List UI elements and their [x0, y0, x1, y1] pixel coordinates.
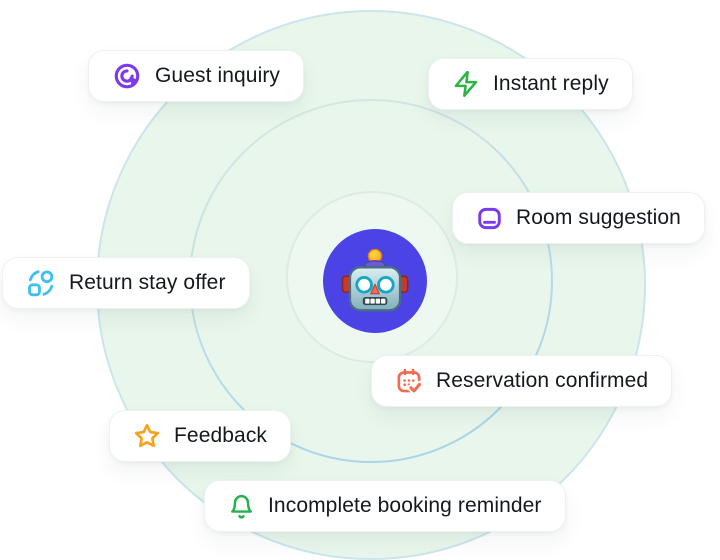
chip-label: Guest inquiry	[155, 64, 281, 87]
chip-label: Room suggestion	[516, 206, 681, 229]
bell-icon	[228, 493, 255, 520]
chip-label: Return stay offer	[69, 271, 226, 294]
robot-face-emoji	[341, 248, 409, 312]
chip-incomplete-booking-reminder: Incomplete booking reminder	[204, 480, 566, 532]
calendar-check-icon	[395, 367, 423, 395]
chip-reservation-confirmed: Reservation confirmed	[371, 355, 673, 407]
chip-feedback: Feedback	[109, 410, 292, 462]
room-window-icon	[476, 205, 503, 232]
guest-inquiry-icon	[112, 61, 142, 91]
chip-guest-inquiry: Guest inquiry	[88, 50, 305, 102]
chip-room-suggestion: Room suggestion	[452, 192, 705, 244]
lightning-icon	[452, 70, 480, 98]
bot-avatar	[323, 229, 427, 333]
chip-instant-reply: Instant reply	[428, 58, 633, 110]
chip-label: Incomplete booking reminder	[268, 494, 542, 517]
star-icon	[133, 422, 161, 450]
chip-return-stay-offer: Return stay offer	[2, 257, 250, 309]
chip-label: Feedback	[174, 424, 268, 447]
chip-label: Instant reply	[493, 72, 609, 95]
chip-label: Reservation confirmed	[436, 369, 649, 392]
convert-shape-icon	[26, 268, 56, 298]
